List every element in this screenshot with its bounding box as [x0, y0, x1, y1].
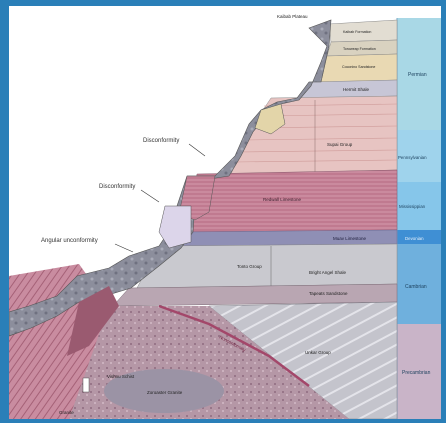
grand-canyon-cross-section: Permian Pennsylvanian Mississippian Devo… — [9, 6, 441, 419]
period-column: Permian Pennsylvanian Mississippian Devo… — [397, 18, 441, 419]
label-redwall: Redwall Limestone — [263, 197, 302, 202]
period-label-pennsylvanian: Pennsylvanian — [398, 155, 427, 160]
period-label-permian: Permian — [408, 72, 427, 78]
label-unkar: Unkar Group — [305, 350, 331, 355]
label-coconino: Coconino Sandstone — [342, 65, 375, 69]
label-granite: Granite — [59, 410, 74, 415]
diagram-canvas: Permian Pennsylvanian Mississippian Devo… — [9, 6, 441, 419]
label-zoroaster: Zoroaster Granite — [147, 390, 183, 395]
label-hermit-shale: Hermit Shale — [343, 87, 370, 92]
label-disconformity-upper: Disconformity — [143, 138, 179, 144]
label-kaibab: Kaibab Formation — [343, 30, 371, 34]
label-toroweap: Toroweap Formation — [343, 47, 376, 51]
label-kaibab-plateau: Kaibab Plateau — [277, 14, 308, 19]
label-tapeats: Tapeats Sandstone — [309, 291, 348, 296]
label-supai: Supai Group — [327, 142, 353, 147]
period-label-precambrian: Precambrian — [402, 370, 431, 376]
period-label-devonian: Devonian — [405, 236, 424, 241]
label-angular-unconformity: Angular unconformity — [41, 238, 98, 244]
label-bright-angel: Bright Angel Shale — [309, 270, 347, 275]
label-tonto-group: Tonto Group — [237, 264, 262, 269]
label-disconformity-lower: Disconformity — [99, 184, 135, 190]
label-vishnu: Vishnu Schist — [107, 374, 135, 379]
period-label-mississippian: Mississippian — [399, 204, 426, 209]
layer-supai — [231, 96, 397, 174]
label-muav: Muav Limestone — [333, 236, 367, 241]
period-label-cambrian: Cambrian — [405, 284, 427, 290]
strata-block — [9, 20, 397, 419]
